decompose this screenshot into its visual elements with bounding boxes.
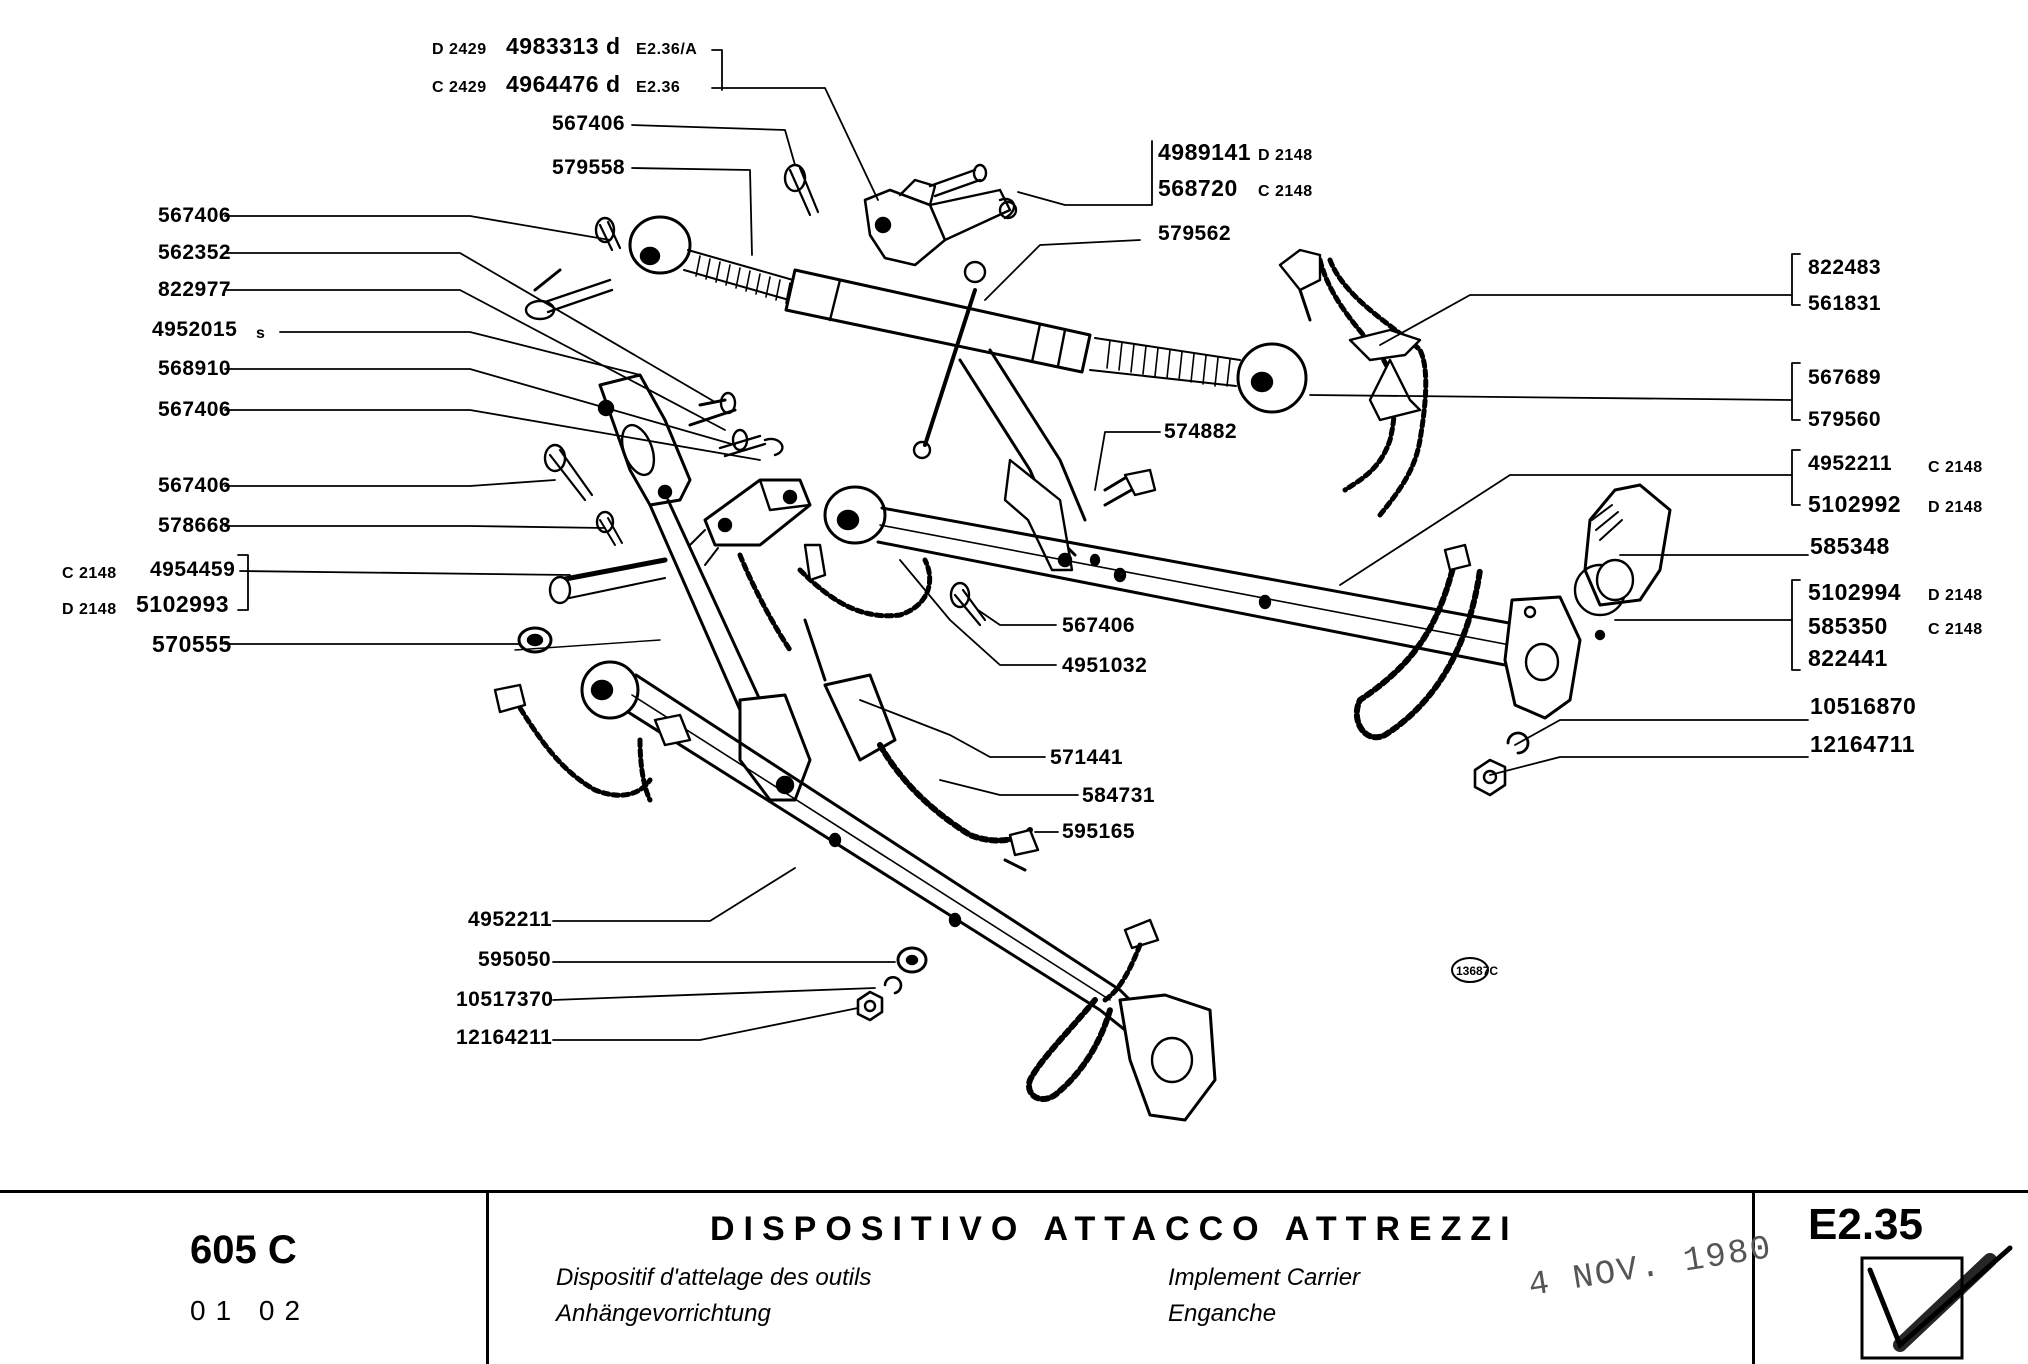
model-variants: 01 02 — [190, 1295, 311, 1326]
title-german: Anhängevorrichtung — [556, 1300, 771, 1327]
leader-lines — [224, 49, 1809, 1041]
model-number: 605 C — [190, 1228, 297, 1272]
label-5102993: 5102993 — [136, 591, 230, 617]
label-822483: 822483 — [1808, 256, 1882, 279]
title-spanish: Enganche — [1168, 1300, 1277, 1327]
label-5102992: 5102992 — [1808, 491, 1902, 517]
date-stamp: 4 NOV. 1980 — [1526, 1229, 1776, 1306]
label-12164211: 12164211 — [456, 1026, 553, 1049]
label-579558: 579558 — [552, 156, 626, 179]
label-d-variant-b: d — [606, 71, 621, 97]
label-12164711: 12164711 — [1810, 731, 1916, 757]
label-568910: 568910 — [158, 357, 232, 380]
title-block-top-rule — [0, 1190, 2028, 1193]
top-link-assembly — [628, 163, 1308, 572]
label-567406-b: 567406 — [158, 398, 232, 421]
diagram-code-mark — [1451, 957, 1489, 983]
label-4952211-left: 4952211 — [468, 908, 553, 931]
label-567689: 567689 — [1808, 366, 1882, 389]
label-10517370: 10517370 — [456, 988, 554, 1011]
label-c2148-right-a: C 2148 — [1928, 459, 1983, 476]
label-c2148-top: C 2148 — [1258, 183, 1313, 200]
label-d2148-right-b: D 2148 — [1928, 587, 1983, 604]
label-585350: 585350 — [1808, 613, 1888, 639]
label-579560: 579560 — [1808, 408, 1882, 431]
label-c2429: C 2429 — [432, 79, 487, 96]
label-4954459: 4954459 — [150, 558, 236, 581]
label-567406-mid: 567406 — [1062, 614, 1136, 637]
label-585348: 585348 — [1810, 533, 1890, 559]
label-d2148-left: D 2148 — [62, 601, 117, 618]
label-4983313: 4983313 — [506, 33, 600, 59]
label-578668: 578668 — [158, 514, 232, 537]
label-562352: 562352 — [158, 241, 232, 264]
stabiliser-bracket — [689, 468, 1157, 872]
label-567406-top: 567406 — [552, 112, 626, 135]
label-e236a: E2.36/A — [636, 41, 698, 58]
label-567406-c: 567406 — [158, 474, 232, 497]
label-4952211-right: 4952211 — [1808, 452, 1893, 475]
label-570555: 570555 — [152, 631, 232, 657]
label-4952015: 4952015 — [152, 318, 238, 341]
title-french: Dispositif d'attelage des outils — [556, 1264, 872, 1291]
label-822977: 822977 — [158, 278, 232, 301]
page-reference: E2.35 — [1808, 1200, 1923, 1249]
diagram-code: 13687C — [1456, 964, 1499, 978]
left-lift-rod — [517, 216, 812, 802]
label-5102994: 5102994 — [1808, 579, 1902, 605]
title-block-divider-left — [486, 1190, 489, 1364]
label-d2429-top: D 2429 — [432, 41, 487, 58]
label-571441: 571441 — [1050, 746, 1124, 769]
label-584731: 584731 — [1082, 784, 1156, 807]
label-561831: 561831 — [1808, 292, 1882, 315]
right-lower-link — [823, 248, 1672, 797]
label-568720: 568720 — [1158, 175, 1238, 201]
label-d2148-right-a: D 2148 — [1928, 499, 1983, 516]
label-suffix-s: s — [256, 325, 266, 342]
label-4989141: 4989141 — [1158, 139, 1252, 165]
label-c2148-right-b: C 2148 — [1928, 621, 1983, 638]
label-c2148-left: C 2148 — [62, 565, 117, 582]
label-579562: 579562 — [1158, 222, 1232, 245]
exploded-parts-drawing — [224, 49, 1809, 1122]
label-4964476: 4964476 — [506, 71, 600, 97]
label-10516870: 10516870 — [1810, 693, 1917, 719]
title-english: Implement Carrier — [1168, 1264, 1361, 1291]
label-595050: 595050 — [478, 948, 552, 971]
label-595165: 595165 — [1062, 820, 1136, 843]
title-italian: DISPOSITIVO ATTACCO ATTREZZI — [710, 1210, 1519, 1248]
label-822441: 822441 — [1808, 645, 1888, 671]
label-567406-a: 567406 — [158, 204, 232, 227]
check-mark-icon — [1860, 1245, 2013, 1360]
left-lower-link — [493, 639, 1217, 1122]
title-block-divider-right — [1752, 1190, 1755, 1364]
label-4951032: 4951032 — [1062, 654, 1148, 677]
label-d-variant-a: d — [606, 33, 621, 59]
label-574882: 574882 — [1164, 420, 1238, 443]
label-e236: E2.36 — [636, 79, 681, 96]
label-d2148-top: D 2148 — [1258, 147, 1313, 164]
